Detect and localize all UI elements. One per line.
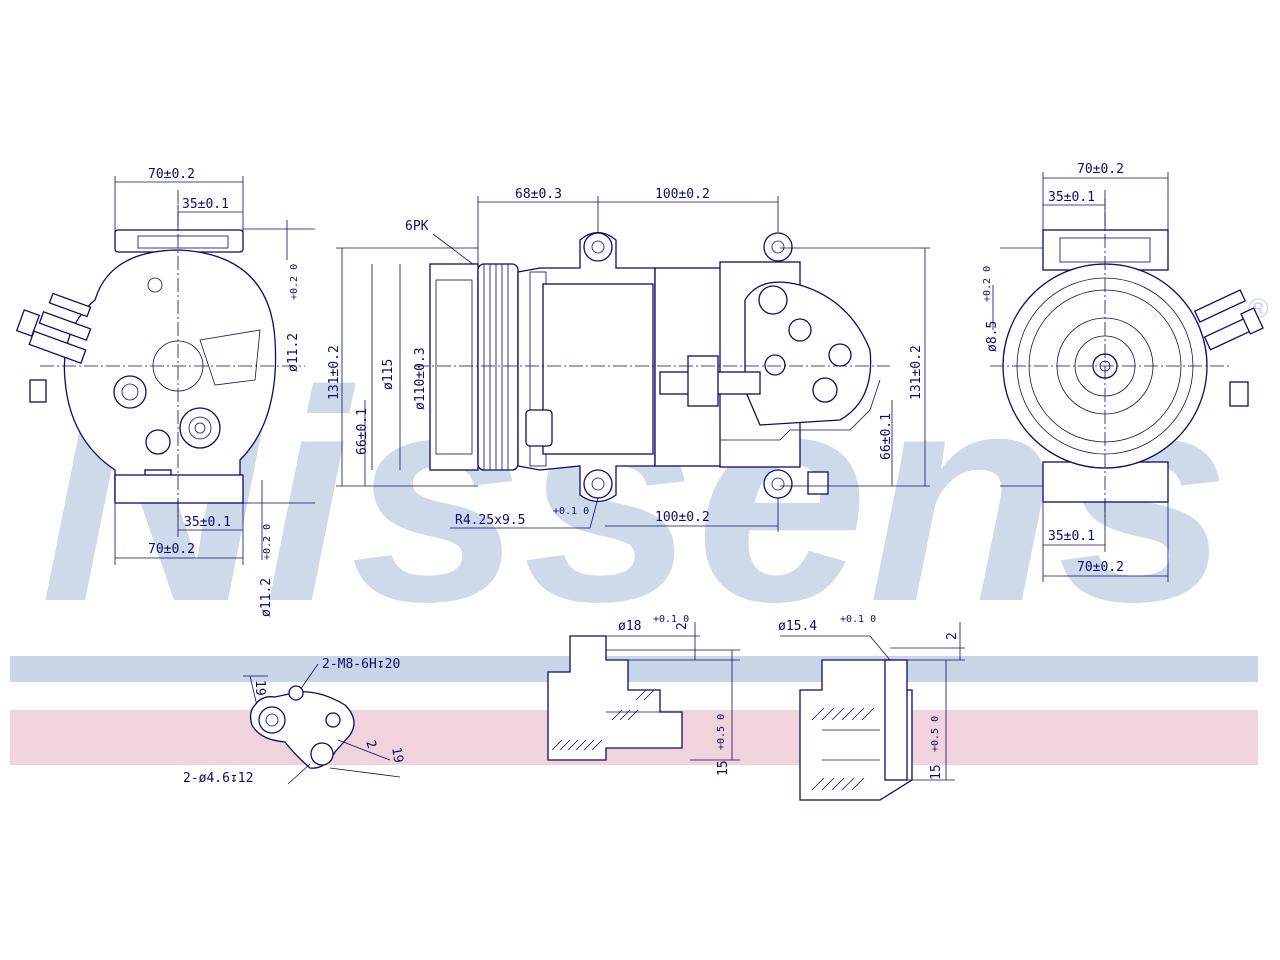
port-b-dia: ø15.4 [778,619,817,634]
port-b-step: 2 [945,632,960,640]
left-width-70-bottom: 70±0.2 [148,542,195,557]
right-view: 70±0.2 35±0.1 ø8.5 +0.2 0 35±0.1 [982,162,1264,582]
flange-holes-note: 2-ø4.6↧12 [183,771,253,786]
center-dim-131: 131±0.2 [327,345,342,400]
left-width-35-bottom: 35±0.1 [184,515,231,530]
port-a-depth: 15 [716,760,731,776]
right-hole-tol: +0.2 0 [982,266,993,302]
left-hole-upper-tol: +0.2 0 [289,264,300,300]
port-b-depth: 15 [929,764,944,780]
center-dim-68: 68±0.3 [515,187,562,202]
detail-port-a: ø18 +0.1 0 2 15 +0.5 0 [547,614,740,776]
right-width-70-bottom: 70±0.2 [1077,560,1124,575]
port-a-step: 2 [675,622,690,630]
port-a-dia-tol: +0.1 0 [653,614,689,625]
center-dim-66: 66±0.1 [355,408,370,455]
detail-port-b: ø15.4 +0.1 0 2 15 +0.5 0 [778,614,965,801]
left-hole-lower: ø11.2 [259,578,274,617]
flange-thread-note: 2-M8-6H↧20 [322,657,400,672]
center-belt-6pk: 6PK [405,219,429,234]
detail-flange: 19 2-M8-6H↧20 2-ø4.6↧12 2 19 [183,657,406,786]
center-dia-115: ø115 [381,359,396,390]
left-view: 70±0.2 35±0.1 ø11.2 [15,167,315,617]
port-b-dia-tol: +0.1 0 [840,614,876,625]
center-dim-131-right: 131±0.2 [909,345,924,400]
right-width-35-bottom: 35±0.1 [1048,529,1095,544]
left-hole-upper: ø11.2 [286,333,301,372]
center-radius-tol: +0.1 0 [553,506,589,517]
center-dim-66-right: 66±0.1 [879,413,894,460]
left-width-70-top: 70±0.2 [148,167,195,182]
left-width-35-top: 35±0.1 [182,197,229,212]
center-dim-100-bottom: 100±0.2 [655,510,710,525]
right-width-35-top: 35±0.1 [1048,190,1095,205]
port-b-depth-tol: +0.5 0 [930,716,941,752]
left-hole-lower-tol: +0.2 0 [262,524,273,560]
center-dia-110: ø110±0.3 [413,347,428,410]
center-view: 68±0.3 100±0.2 6PK 131±0.2 ø115 ø110±0.3… [327,187,930,532]
center-radius-note: R4.25x9.5 [455,513,525,528]
right-width-70-top: 70±0.2 [1077,162,1124,177]
flange-dim-19: 19 [252,680,267,696]
center-dim-100-top: 100±0.2 [655,187,710,202]
right-hole: ø8.5 [985,321,1000,352]
port-a-depth-tol: +0.5 0 [716,714,727,750]
flange-dim-19b: 19 [388,746,405,764]
port-a-dia: ø18 [618,619,641,634]
